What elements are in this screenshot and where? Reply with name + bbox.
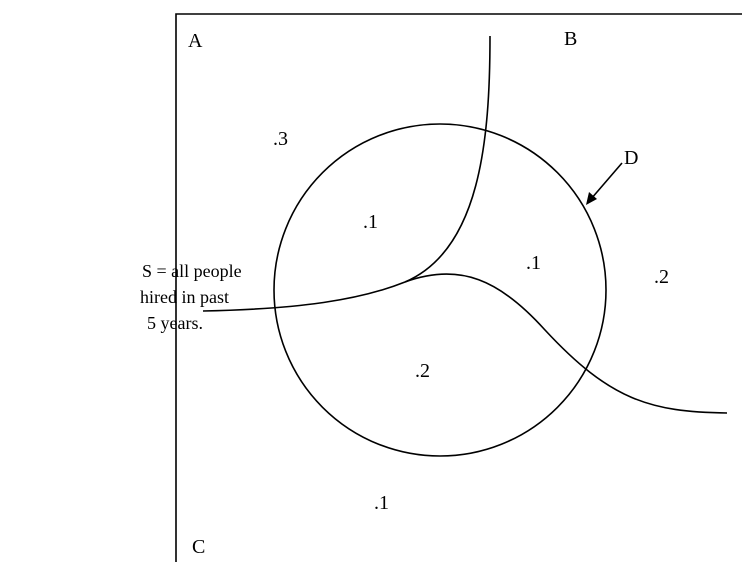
sample-space-line-1: S = all people	[142, 261, 242, 281]
prob-b-outside-d: .2	[654, 266, 669, 288]
sample-space-line-3: 5 years.	[147, 313, 203, 333]
arrow-to-d-head	[586, 192, 597, 205]
region-label-b: B	[564, 28, 578, 50]
prob-a-inside-d: .1	[363, 211, 378, 233]
region-label-a: A	[188, 30, 203, 52]
prob-c-inside-d: .2	[415, 360, 430, 382]
boundary-a-b	[404, 35, 491, 283]
region-label-c: C	[192, 536, 206, 558]
prob-c-outside-d: .1	[374, 492, 389, 514]
boundary-b-c	[404, 273, 728, 414]
prob-a-outside-d: .3	[273, 128, 288, 150]
sample-space-frame	[175, 13, 742, 562]
sample-space-line-2: hired in past	[140, 287, 229, 307]
arrow-to-d-line	[590, 162, 623, 200]
sample-space-caption: S = all people hired in past 5 years.	[140, 258, 242, 336]
boundary-a-c	[202, 281, 406, 312]
event-label-d: D	[624, 147, 639, 169]
prob-b-inside-d: .1	[526, 252, 541, 274]
event-d-circle	[273, 123, 607, 457]
